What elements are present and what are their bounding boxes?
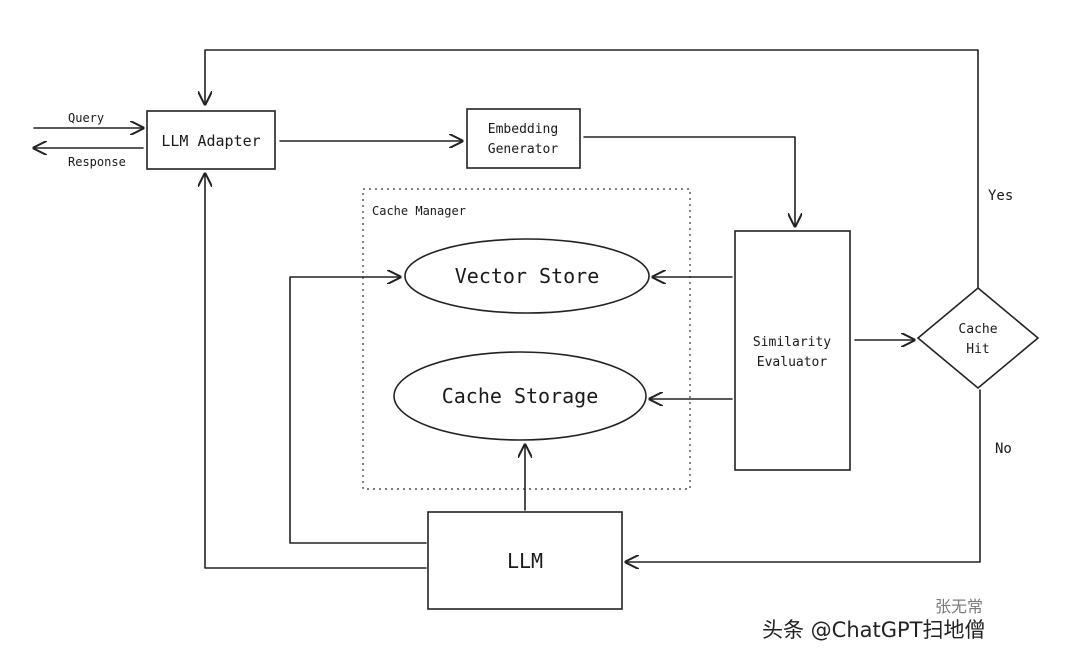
cache-manager-label: Cache Manager [372,204,466,218]
edge-llm-to-adapter [205,174,427,569]
similarity-evaluator-label-1: Similarity [753,335,831,350]
cache-hit-label-1: Cache [958,322,997,337]
similarity-evaluator-node [734,230,851,471]
embedding-generator-label-2: Generator [488,142,559,157]
cache-storage-node [393,351,647,441]
llm-adapter-node [146,110,276,170]
edge-yes-to-adapter [205,49,979,289]
vector-store-label: Vector Store [455,264,600,288]
llm-adapter-label: LLM Adapter [161,132,260,150]
similarity-evaluator-label-2: Evaluator [757,355,828,370]
cache-storage-label: Cache Storage [442,384,599,408]
llm-label: LLM [507,549,543,573]
cache-manager-container [362,188,691,490]
edge-embedding-to-evaluator [583,136,795,226]
vector-store-node [404,238,650,314]
cache-hit-node [916,286,1040,390]
embedding-generator-node [466,108,581,169]
cache-hit-label-2: Hit [966,342,989,357]
watermark-text: 头条 @ChatGPT扫地僧 [762,618,986,642]
edge-llm-to-vector-store [289,277,427,544]
llm-node [427,511,623,610]
edge-label-query: Query [68,111,104,125]
embedding-generator-label-1: Embedding [488,122,558,137]
edge-label-response: Response [68,155,126,169]
edge-label-yes: Yes [988,188,1013,204]
edge-no-to-llm [626,389,981,562]
faint-watermark: 张无常 [935,597,983,616]
edge-label-no: No [995,441,1012,457]
